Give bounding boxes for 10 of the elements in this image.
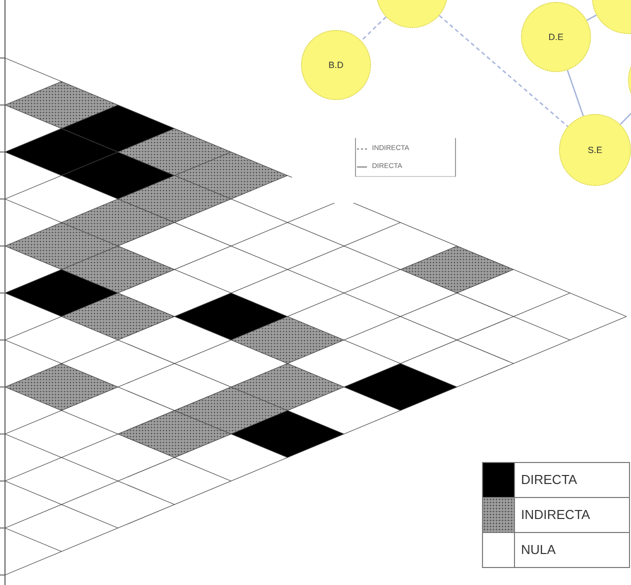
legend-label: DIRECTA xyxy=(520,471,578,489)
node-label: B.D xyxy=(328,60,344,70)
node-label: D.E xyxy=(548,32,564,42)
dashed-connector xyxy=(360,16,387,42)
dashed-connector xyxy=(438,15,568,127)
legend-label: NULA xyxy=(520,541,556,559)
legend-label: INDIRECTA xyxy=(520,506,590,524)
connector xyxy=(586,14,597,21)
node-label: S.E xyxy=(588,145,602,155)
connector xyxy=(566,70,584,116)
